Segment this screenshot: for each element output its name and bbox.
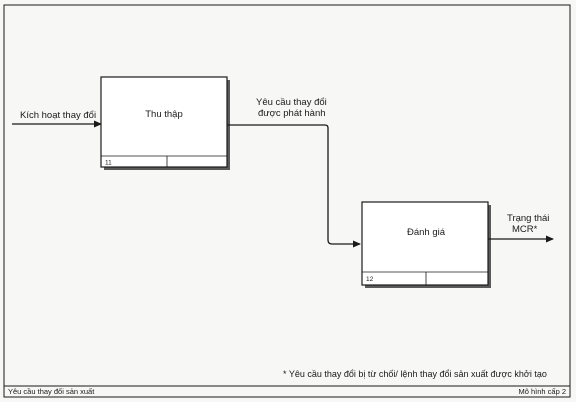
- box-2-number: 12: [366, 276, 374, 283]
- output-label-line-1: Trạng thái: [507, 213, 549, 224]
- box-2-title: Đánh giá: [407, 227, 446, 238]
- output-label-line-2: MCR*: [512, 224, 538, 235]
- edge-label-line-1: Yêu cầu thay đổi: [256, 97, 327, 108]
- outer-frame: [3, 4, 571, 398]
- box-2: [361, 201, 489, 286]
- input-label: Kích hoạt thay đổi: [20, 110, 96, 121]
- box-1-title: Thu thập: [145, 109, 183, 120]
- edge-label-line-2: được phát hành: [258, 108, 326, 119]
- footnote: * Yêu cầu thay đổi bị từ chối/ lệnh thay…: [283, 369, 547, 379]
- box-1: [100, 76, 228, 168]
- box-1-number: 11: [105, 160, 112, 167]
- footer-right: Mô hình cấp 2: [518, 387, 566, 396]
- connector-arrow: [227, 124, 361, 248]
- footer-left: Yêu cầu thay đổi sản xuất: [8, 387, 95, 396]
